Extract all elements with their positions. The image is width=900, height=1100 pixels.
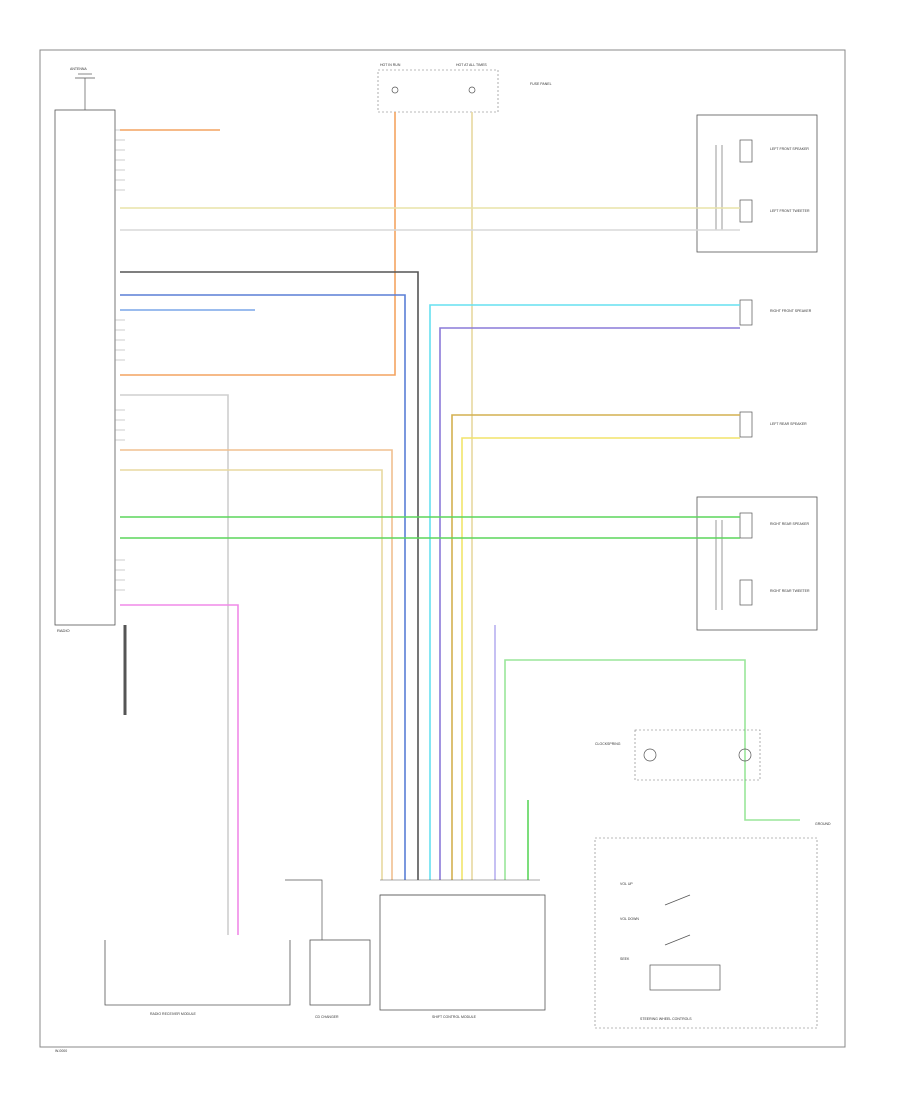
lr-speaker: LEFT REAR SPEAKER bbox=[739, 411, 807, 438]
rf-speaker: RIGHT FRONT SPEAKER bbox=[739, 299, 812, 326]
wire-tan-b bbox=[120, 469, 383, 880]
svg-text:VOL UP: VOL UP bbox=[620, 882, 633, 886]
shift-control-module: SHIFT CONTROL MODULE bbox=[379, 894, 546, 1019]
rr-speaker: RIGHT REAR SPEAKER bbox=[739, 512, 810, 539]
svg-text:VOL DOWN: VOL DOWN bbox=[620, 917, 639, 921]
radio-pins bbox=[115, 129, 125, 591]
svg-text:LEFT FRONT SPEAKER: LEFT FRONT SPEAKER bbox=[770, 147, 809, 151]
svg-text:STEERING WHEEL CONTROLS: STEERING WHEEL CONTROLS bbox=[640, 1017, 692, 1021]
svg-text:RADIO RECEIVER MODULE: RADIO RECEIVER MODULE bbox=[150, 1012, 197, 1016]
antenna-label: ANTENNA bbox=[70, 67, 87, 71]
steering-wheel-controls: STEERING WHEEL CONTROLS VOL UP VOL DOWN … bbox=[594, 837, 818, 1029]
diagram-frame bbox=[39, 49, 846, 1048]
svg-text:LEFT REAR SPEAKER: LEFT REAR SPEAKER bbox=[770, 422, 807, 426]
speaker-internal-lines bbox=[715, 145, 723, 610]
front-speaker-group bbox=[696, 114, 818, 253]
wire-orange-main bbox=[120, 112, 396, 376]
rr-tweeter: RIGHT REAR TWEETER bbox=[739, 579, 810, 606]
lf-tweeter: LEFT FRONT TWEETER bbox=[739, 199, 810, 223]
svg-text:SHIFT CONTROL MODULE: SHIFT CONTROL MODULE bbox=[432, 1015, 477, 1019]
cd-changer-module: CD CHANGER bbox=[285, 879, 371, 1019]
connector-strip bbox=[380, 879, 540, 896]
ground-label: GROUND bbox=[815, 822, 831, 826]
wire-lightgreen bbox=[504, 659, 800, 880]
svg-text:LEFT FRONT TWEETER: LEFT FRONT TWEETER bbox=[770, 209, 810, 213]
rear-speaker-group bbox=[696, 496, 818, 631]
wire-pink bbox=[120, 604, 239, 935]
svg-text:RIGHT REAR SPEAKER: RIGHT REAR SPEAKER bbox=[770, 522, 810, 526]
fuse-hot-right: HOT AT ALL TIMES bbox=[456, 63, 487, 67]
svg-text:CLOCKSPRING: CLOCKSPRING bbox=[595, 742, 621, 746]
wire-gold-lr bbox=[451, 414, 740, 880]
wire-tan-a bbox=[120, 449, 393, 880]
wire-yellow-lr bbox=[461, 437, 740, 880]
wire-white bbox=[120, 394, 229, 935]
antenna-symbol bbox=[75, 73, 95, 110]
wire-purple-rf bbox=[439, 327, 740, 880]
fuse-icons bbox=[391, 86, 476, 94]
clockspring: CLOCKSPRING bbox=[595, 729, 761, 781]
svg-text:SEEK: SEEK bbox=[620, 957, 630, 961]
wire-cyan-rf bbox=[429, 304, 740, 880]
svg-text:RIGHT REAR TWEETER: RIGHT REAR TWEETER bbox=[770, 589, 810, 593]
wire-blue bbox=[120, 294, 406, 880]
radio-label: RADIO bbox=[57, 628, 70, 633]
svg-text:RIGHT FRONT SPEAKER: RIGHT FRONT SPEAKER bbox=[770, 309, 812, 313]
footer-code: W-0000 bbox=[55, 1049, 67, 1053]
fuse-panel bbox=[377, 69, 499, 113]
radio-receiver-module: RADIO RECEIVER MODULE bbox=[104, 940, 291, 1016]
radio-module bbox=[54, 109, 116, 626]
svg-text:CD CHANGER: CD CHANGER bbox=[315, 1015, 339, 1019]
fuse-panel-label: FUSE PANEL bbox=[530, 82, 552, 86]
lf-speaker: LEFT FRONT SPEAKER bbox=[739, 139, 809, 163]
fuse-hot-left: HOT IN RUN bbox=[380, 63, 401, 67]
wire-darkgray bbox=[120, 271, 419, 880]
